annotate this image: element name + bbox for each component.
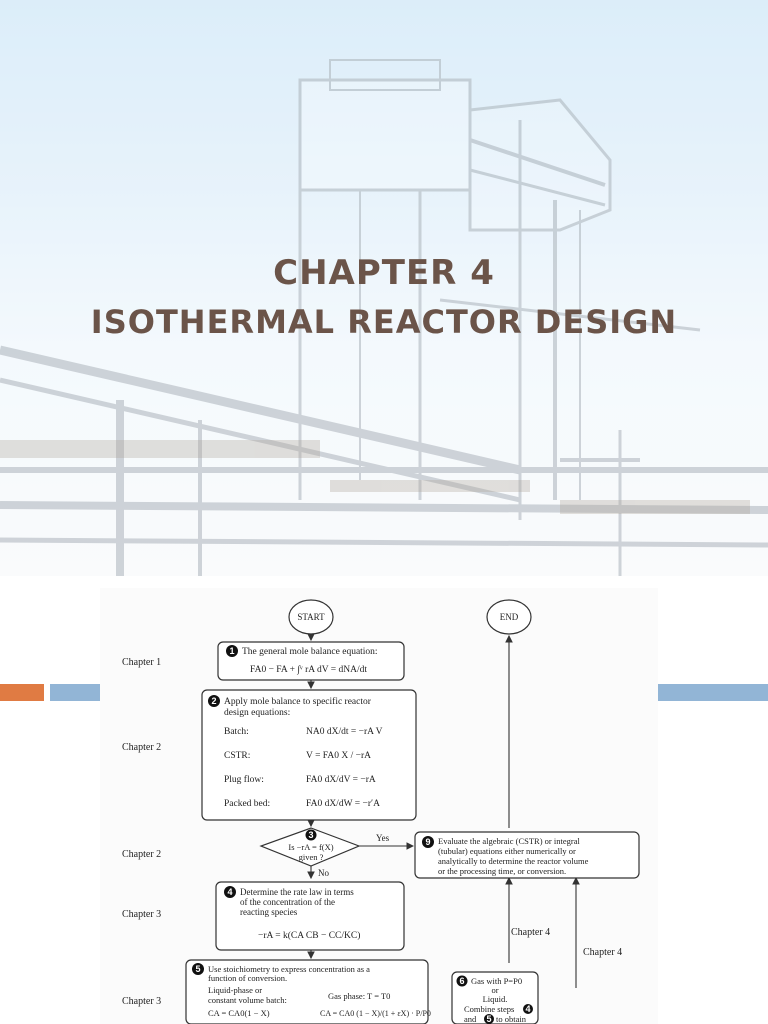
- slide-title-area: CHAPTER 4 ISOTHERMAL REACTOR DESIGN: [0, 0, 768, 576]
- end-node: [486, 599, 532, 635]
- title-line-1: CHAPTER 4: [273, 253, 495, 293]
- accent-bar-blue-right: [658, 684, 768, 701]
- step-4-number: 4: [227, 887, 232, 897]
- step-5-gas-label: Gas phase: T = T0: [328, 991, 390, 1001]
- step-2-packed-label: Packed bed:: [224, 799, 270, 809]
- end-label: END: [500, 612, 519, 622]
- step-2-batch-eq: NA0 dX/dt = −rA V: [306, 727, 383, 737]
- step-1-number: 1: [229, 646, 234, 656]
- step-2-packed-eq: FA0 dX/dW = −r′A: [306, 799, 380, 809]
- step-2-cstr-label: CSTR:: [224, 751, 250, 761]
- accent-bar-orange: [0, 684, 44, 701]
- chapter-label-right-outer: Chapter 4: [583, 947, 622, 958]
- svg-text:4: 4: [525, 1004, 530, 1014]
- step-5-liquid-1: Liquid-phase or: [208, 985, 262, 995]
- step-5-liquid-eq: CA = CA0(1 − X): [208, 1008, 270, 1018]
- step-1-equation: FA0 − FA + ∫ᵛ rA dV = dNA/dt: [250, 665, 367, 675]
- step-5-box: [185, 959, 429, 1024]
- step-4-heading-3: reacting species: [240, 907, 298, 917]
- step-3-question-1: Is −rA = f(X): [288, 842, 333, 852]
- chapter-label-right-inner: Chapter 4: [511, 927, 550, 938]
- step-6-number: 6: [459, 976, 464, 986]
- step-3-question-2: given ?: [299, 852, 324, 862]
- step-2-box: [201, 689, 417, 821]
- step-6-line-2: or: [491, 985, 498, 995]
- step-2-plug-label: Plug flow:: [224, 774, 264, 785]
- step-5-gas-eq: CA = CA0 (1 − X)/(1 + εX) · P/P0: [320, 1009, 431, 1018]
- step-6-line-1: Gas with P=P0: [471, 976, 522, 986]
- step-5-heading-1: Use stoichiometry to express concentrati…: [208, 964, 370, 974]
- step-4-heading-1: Determine the rate law in terms: [240, 887, 354, 897]
- step-3-no: No: [318, 868, 329, 878]
- step-1-heading: The general mole balance equation:: [242, 647, 378, 657]
- step-4-box: [215, 881, 405, 951]
- step-2-cstr-eq: V = FA0 X / −rA: [306, 751, 371, 761]
- step-5-number: 5: [195, 964, 200, 974]
- chapter-label-1: Chapter 1: [122, 657, 161, 668]
- step-2-batch-label: Batch:: [224, 727, 249, 737]
- chapter-label-4: Chapter 3: [122, 909, 161, 920]
- chapter-label-2: Chapter 2: [122, 742, 161, 753]
- step-1-box: [217, 641, 405, 681]
- step-6-box: [451, 971, 539, 1024]
- flowchart-image: START END 1 The general mole balance equ…: [100, 588, 658, 1024]
- refinery-background-photo: [0, 59, 768, 576]
- step-9-box: [414, 831, 640, 879]
- step-5-heading-2: function of conversion.: [208, 973, 287, 983]
- step-6-line-5: and: [464, 1014, 477, 1024]
- step-9-line-2: (tubular) equations either numerically o…: [438, 846, 576, 856]
- step-9-line-3: analytically to determine the reactor vo…: [438, 856, 589, 866]
- step-6-line-4: Combine steps: [464, 1004, 514, 1014]
- step-4-equation: −rA = k(CA CB − CC/KC): [258, 930, 360, 941]
- step-3-decision: [259, 827, 361, 867]
- step-6-line-3: Liquid.: [483, 994, 508, 1004]
- title-line-2: ISOTHERMAL REACTOR DESIGN: [90, 303, 678, 341]
- step-9-number: 9: [425, 837, 430, 847]
- step-6-line-6: to obtain: [496, 1014, 527, 1024]
- step-2-heading-2: design equations:: [224, 708, 290, 718]
- step-9-line-1: Evaluate the algebraic (CSTR) or integra…: [438, 836, 580, 846]
- reactor-design-flowchart: START END 1 The general mole balance equ…: [122, 599, 640, 1024]
- step-3-yes: Yes: [376, 833, 390, 843]
- slide-title: CHAPTER 4 ISOTHERMAL REACTOR DESIGN: [0, 250, 768, 348]
- svg-text:5: 5: [486, 1014, 491, 1024]
- step-9-line-4: or the processing time, or conversion.: [438, 866, 566, 876]
- start-label: START: [297, 612, 325, 622]
- step-3-number: 3: [308, 830, 313, 840]
- chapter-label-3: Chapter 2: [122, 849, 161, 860]
- step-5-liquid-2: constant volume batch:: [208, 995, 287, 1005]
- step-4-heading-2: of the concentration of the: [240, 897, 335, 907]
- step-2-heading-1: Apply mole balance to specific reactor: [224, 696, 372, 707]
- step-2-number: 2: [211, 696, 216, 706]
- chapter-label-5: Chapter 3: [122, 996, 161, 1007]
- accent-bar-blue-left: [50, 684, 102, 701]
- step-2-plug-eq: FA0 dX/dV = −rA: [306, 775, 376, 785]
